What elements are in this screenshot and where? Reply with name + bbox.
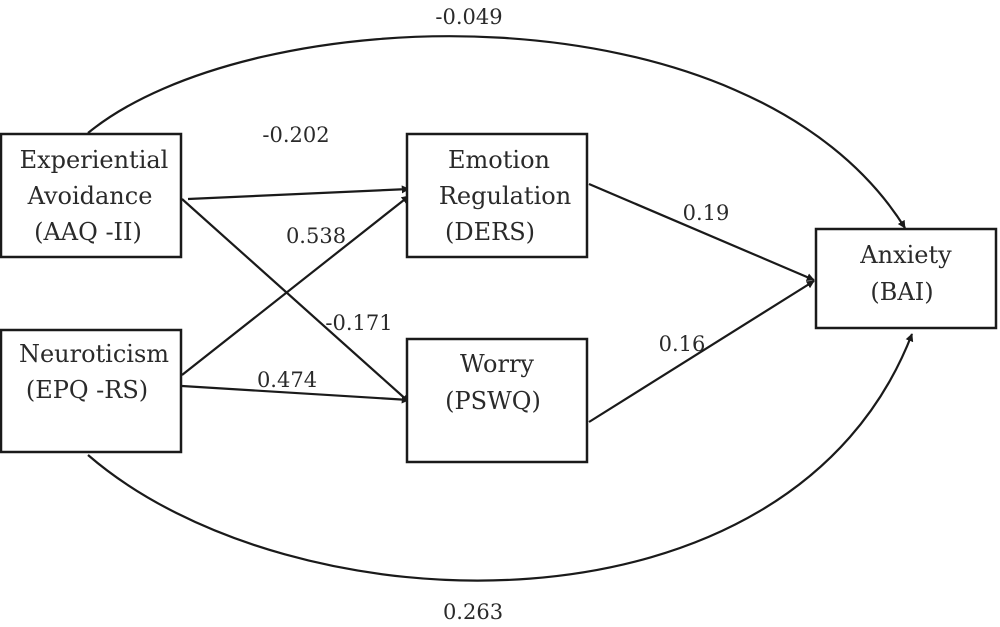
node-experiential-avoidance: Experiential Avoidance (AAQ -II) <box>0 132 183 259</box>
coef-neuroticism-to-worry: 0.474 <box>257 368 317 392</box>
edge-emotion-regulation-to-anxiety <box>588 182 815 282</box>
edge-neuroticism-to-worry <box>181 384 410 404</box>
node-label-line: Neuroticism <box>19 340 169 368</box>
edge-ea-to-worry <box>181 198 410 403</box>
node-label-line: (DERS) <box>445 218 535 246</box>
edge-neuroticism-to-emotion-regulation <box>181 195 410 376</box>
node-label-line: Avoidance <box>27 182 153 210</box>
coef-worry-to-anxiety: 0.16 <box>659 332 706 356</box>
node-label-line: Anxiety <box>859 241 952 269</box>
coef-neuroticism-to-emotion-regulation: 0.538 <box>286 224 346 248</box>
edge-ea-to-emotion-regulation <box>187 185 410 201</box>
edge-ea-to-anxiety <box>87 35 906 229</box>
edge-worry-to-anxiety <box>588 280 815 423</box>
node-emotion-regulation: Emotion Regulation (DERS) <box>405 132 589 259</box>
node-label-line: (AAQ -II) <box>34 218 142 246</box>
node-worry: Worry (PSWQ) <box>405 337 589 464</box>
edge-neuroticism-to-anxiety <box>87 333 914 582</box>
node-neuroticism: Neuroticism (EPQ -RS) <box>0 328 183 454</box>
node-label-line: (EPQ -RS) <box>26 376 148 404</box>
coef-ea-to-emotion-regulation: -0.202 <box>262 123 329 147</box>
node-label-line: Worry <box>460 350 534 378</box>
coef-ea-to-anxiety: -0.049 <box>435 5 502 29</box>
coef-neuroticism-to-anxiety: 0.263 <box>443 600 503 624</box>
node-anxiety: Anxiety (BAI) <box>814 227 998 330</box>
coef-emotion-regulation-to-anxiety: 0.19 <box>683 201 730 225</box>
node-label-line: (BAI) <box>870 278 933 306</box>
coef-ea-to-worry: -0.171 <box>325 311 392 335</box>
node-label-line: Experiential <box>20 146 169 174</box>
node-label-line: (PSWQ) <box>445 387 541 415</box>
node-label-line: Regulation <box>439 182 571 210</box>
node-label-line: Emotion <box>448 146 550 174</box>
